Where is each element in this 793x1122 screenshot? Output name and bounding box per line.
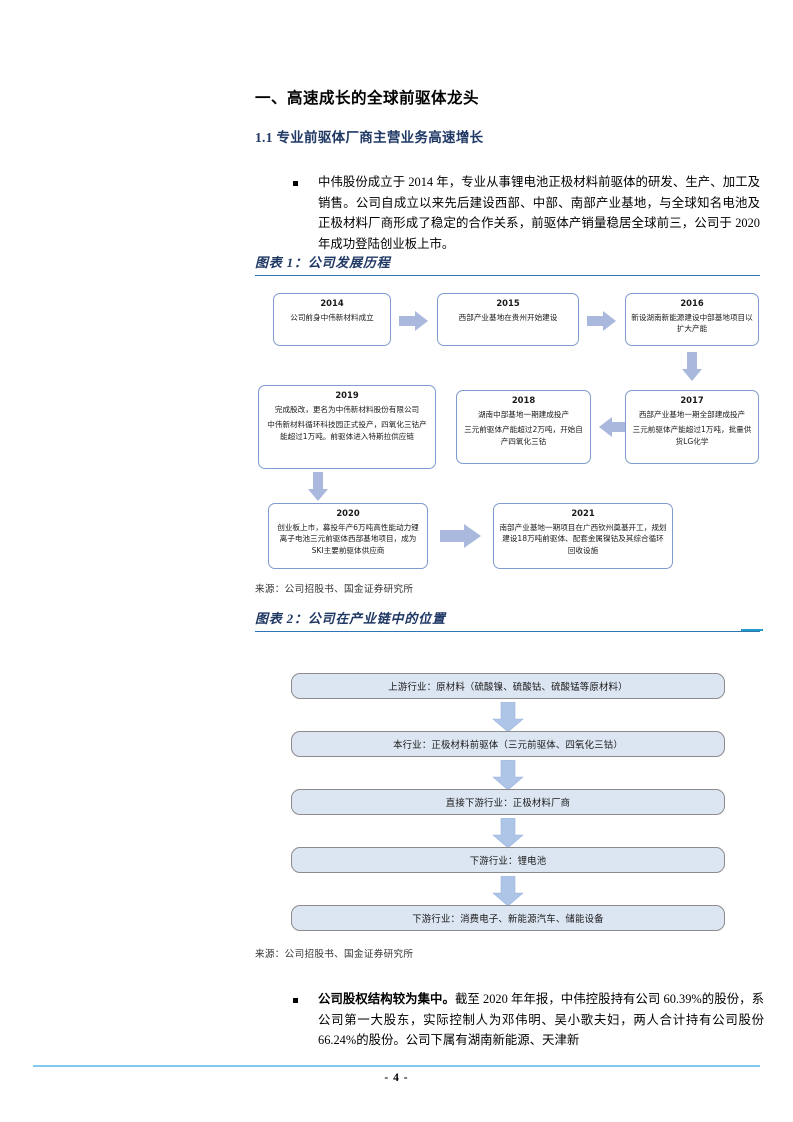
timeline-year: 2021 — [571, 508, 595, 518]
timeline-text: 南部产业基地一期项目在广西钦州奠基开工，规划建设18万吨前驱体、配套金属镍钴及其… — [499, 522, 667, 555]
timeline-year: 2015 — [496, 298, 520, 308]
timeline-year: 2019 — [335, 390, 359, 400]
bullet-marker — [293, 998, 298, 1003]
timeline-text: 西部产业基地一期全部建成投产 — [638, 409, 746, 419]
timeline-box-2014: 2014 公司前身中伟新材料成立 — [273, 293, 391, 346]
timeline-text: 三元前驱体产能超过1万吨，批量供货LG化学 — [632, 425, 752, 446]
chain-box-downstream-applications: 下游行业：消费电子、新能源汽车、储能设备 — [291, 905, 725, 931]
exhibit1-title: 图表 1：公司发展历程 — [255, 255, 391, 270]
timeline-box-2016: 2016 新设湖南新能源建设中部基地项目以扩大产能 — [625, 293, 759, 346]
chain-box-this-industry: 本行业：正极材料前驱体（三元前驱体、四氧化三钴） — [291, 731, 725, 757]
exhibit2-tick-mark — [741, 629, 763, 631]
exhibit2-title: 图表 2：公司在产业链中的位置 — [255, 611, 446, 626]
timeline-text: 创业板上市，募投年产6万吨高性能动力锂离子电池三元前驱体西部基地项目，成为SKI… — [277, 522, 419, 555]
exhibit1-header: 图表 1：公司发展历程 — [255, 252, 760, 276]
timeline-box-2019: 2019 完成股改，更名为中伟新材料股份有限公司 中伟新材料循环科技园正式投产，… — [258, 385, 436, 469]
timeline-box-2017: 2017 西部产业基地一期全部建成投产 三元前驱体产能超过1万吨，批量供货LG化… — [625, 390, 759, 464]
arrow-down-icon — [492, 818, 524, 849]
timeline-box-2015: 2015 西部产业基地在贵州开始建设 — [437, 293, 579, 346]
timeline-text: 完成股改，更名为中伟新材料股份有限公司 — [274, 404, 420, 414]
paragraph-ownership-lead: 公司股权结构较为集中。 — [318, 992, 455, 1006]
page-number: - 4 - — [384, 1072, 409, 1084]
arrow-left-icon — [599, 417, 628, 437]
timeline-year: 2018 — [511, 395, 536, 405]
bullet-marker — [293, 181, 298, 186]
arrow-right-icon — [399, 311, 428, 331]
paragraph-ownership: 公司股权结构较为集中。截至 2020 年年报，中伟控股持有公司 60.39%的股… — [318, 989, 764, 1051]
chain-box-direct-downstream: 直接下游行业：正极材料厂商 — [291, 789, 725, 815]
subsection-title: 1.1 专业前驱体厂商主营业务高速增长 — [255, 130, 484, 145]
timeline-box-2020: 2020 创业板上市，募投年产6万吨高性能动力锂离子电池三元前驱体西部基地项目，… — [268, 503, 428, 569]
arrow-down-icon — [492, 760, 524, 791]
paragraph-ownership-body: 截至 2020 年年报，中伟控股持有公司 60.39%的股份，系公司第一大股东，… — [318, 992, 764, 1047]
chain-box-downstream-battery: 下游行业：锂电池 — [291, 847, 725, 873]
timeline-text: 新设湖南新能源建设中部基地项目以扩大产能 — [631, 312, 753, 334]
arrow-down-icon — [682, 352, 702, 381]
timeline-text: 三元前驱体产能超过2万吨，开始自产四氧化三钴 — [464, 425, 583, 446]
timeline-box-2018: 2018 湖南中部基地一期建成投产 三元前驱体产能超过2万吨，开始自产四氧化三钴 — [456, 390, 591, 464]
page-title: 一、高速成长的全球前驱体龙头 — [255, 90, 480, 107]
arrow-down-icon — [492, 876, 524, 907]
timeline-text: 西部产业基地在贵州开始建设 — [458, 312, 558, 322]
timeline-text: 湖南中部基地一期建成投产 — [477, 409, 570, 419]
timeline-year: 2016 — [680, 298, 704, 308]
arrow-right-icon — [587, 311, 616, 331]
timeline-year: 2014 — [320, 298, 344, 308]
arrow-down-icon — [492, 702, 524, 733]
arrow-right-icon — [440, 524, 481, 548]
exhibit2-source: 来源：公司招股书、国金证券研究所 — [255, 949, 414, 960]
exhibit2-header: 图表 2：公司在产业链中的位置 — [255, 608, 760, 632]
footer-divider — [33, 1065, 760, 1067]
timeline-year: 2020 — [336, 508, 360, 518]
timeline-text: 中伟新材料循环科技园正式投产，四氧化三钴产能超过1万吨。前驱体进入特斯拉供应链 — [267, 420, 427, 441]
paragraph-intro: 中伟股份成立于 2014 年，专业从事锂电池正极材料前驱体的研发、生产、加工及销… — [318, 175, 760, 251]
timeline-text: 公司前身中伟新材料成立 — [290, 312, 374, 322]
timeline-box-2021: 2021 南部产业基地一期项目在广西钦州奠基开工，规划建设18万吨前驱体、配套金… — [493, 503, 673, 569]
arrow-down-icon — [308, 472, 328, 501]
exhibit1-source: 来源：公司招股书、国金证券研究所 — [255, 584, 414, 595]
timeline-year: 2017 — [680, 395, 704, 405]
chain-box-upstream: 上游行业：原材料（硫酸镍、硫酸钴、硫酸锰等原材料） — [291, 673, 725, 699]
